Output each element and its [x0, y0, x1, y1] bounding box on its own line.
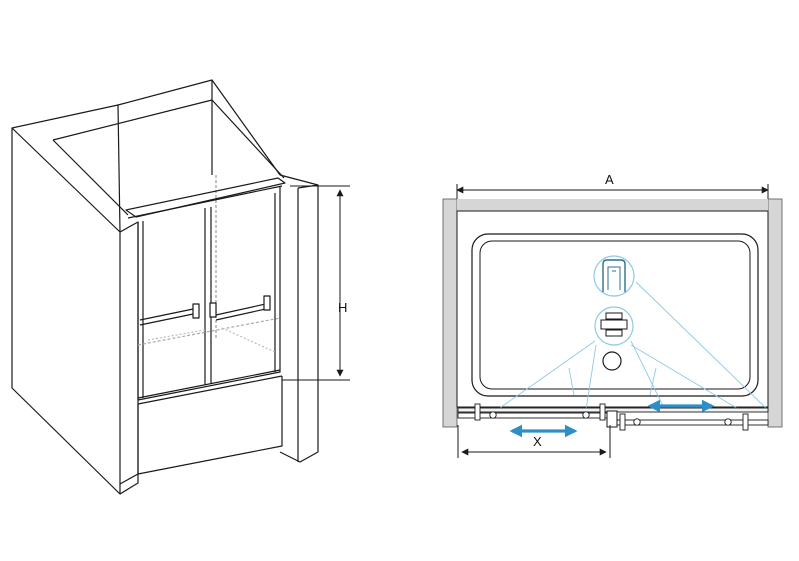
left-wall: [11, 79, 285, 495]
opening-label: X: [533, 434, 542, 449]
right-wall: [211, 80, 319, 463]
top-rail: [125, 177, 286, 219]
perspective-view: [11, 79, 319, 495]
roller-carriage-icon: [594, 306, 634, 346]
detail-leaders: [496, 281, 769, 411]
back-wall-section: [457, 199, 768, 211]
drain-icon: [602, 351, 622, 371]
top-view: A: [442, 172, 783, 458]
sliding-doors: [137, 186, 283, 405]
height-label: H: [338, 300, 347, 315]
u-channel-profile-icon: [593, 255, 635, 297]
bath-tub: [119, 376, 283, 485]
outer-door-panel: [457, 412, 616, 419]
width-label: A: [605, 172, 614, 187]
towel-bars: [139, 295, 271, 326]
tub-basin-inner: [479, 240, 751, 390]
door-track: [457, 403, 769, 431]
height-dimension: H: [282, 185, 350, 381]
left-wall-section: [442, 198, 458, 428]
opening-dimension: X: [457, 425, 611, 458]
right-wall-section: [767, 198, 783, 428]
